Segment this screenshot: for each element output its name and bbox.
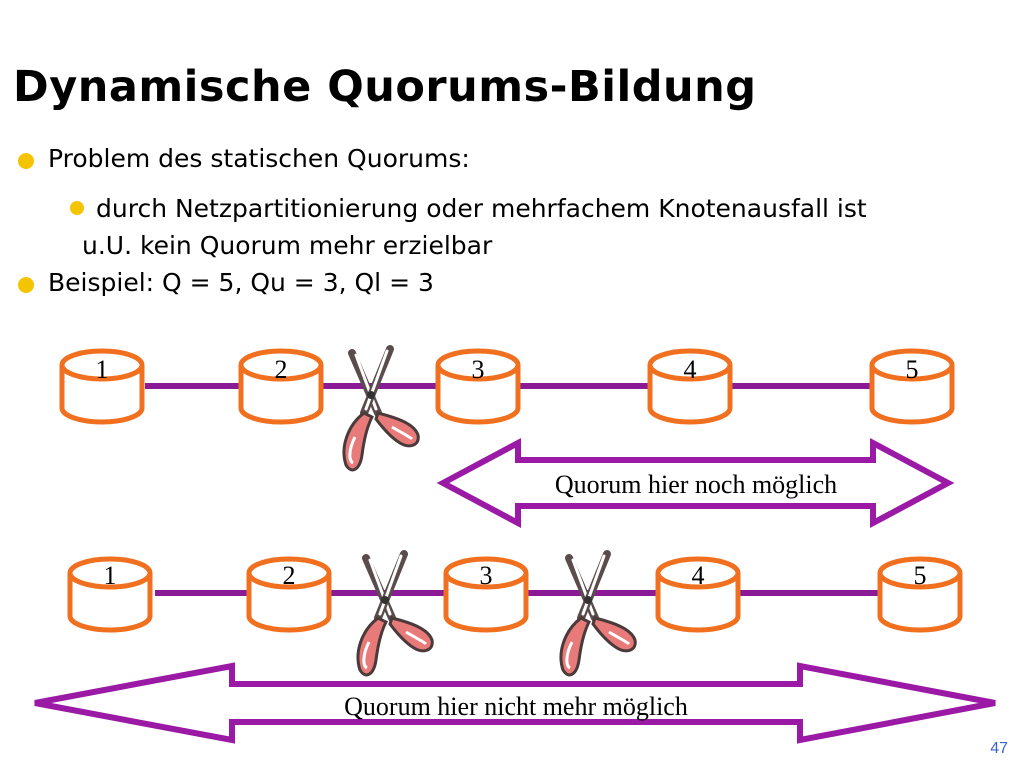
bullet-subpoint-line2: u.U. kein Quorum mehr erzielbar (82, 231, 493, 260)
bullet-example-text: Beispiel: Q = 5, Qu = 3, Ql = 3 (48, 268, 434, 297)
double-arrow-icon (436, 438, 955, 528)
bullet-example: Beispiel: Q = 5, Qu = 3, Ql = 3 (18, 268, 434, 297)
bullet-subpoint: durch Netzpartitionierung oder mehrfache… (70, 190, 1024, 264)
node-label: 2 (283, 561, 296, 590)
double-arrow-icon (34, 662, 996, 744)
bullet-dot (18, 153, 34, 169)
bullet-dot (18, 277, 34, 293)
node-label: 5 (906, 355, 919, 384)
scissors-icon (358, 554, 432, 675)
scissors-icon (344, 349, 418, 470)
node-label: 4 (692, 561, 705, 590)
node-label: 4 (684, 355, 697, 384)
arrow-label: Quorum hier noch möglich (555, 470, 837, 499)
network-row-1: 1 2 3 4 5 Quorum hier noch möglich (62, 349, 955, 528)
node-label: 1 (96, 355, 109, 384)
arrow-label: Quorum hier nicht mehr möglich (344, 692, 688, 721)
bullet-subpoint-line1: durch Netzpartitionierung oder mehrfache… (96, 194, 867, 223)
page-number: 47 (990, 740, 1008, 757)
scissors-icon (561, 554, 635, 675)
bullet-dot (70, 201, 84, 215)
node-label: 5 (914, 561, 927, 590)
node-label: 1 (104, 561, 117, 590)
slide-title: Dynamische Quorums-Bildung (13, 62, 757, 112)
bullet-problem: Problem des statischen Quorums: (18, 144, 470, 173)
bullet-problem-text: Problem des statischen Quorums: (48, 144, 470, 173)
network-row-2: 1 2 3 4 5 Quorum hier nicht mehr möglich (34, 554, 996, 744)
node-label: 3 (480, 561, 493, 590)
node-label: 3 (472, 355, 485, 384)
node-label: 2 (275, 355, 288, 384)
